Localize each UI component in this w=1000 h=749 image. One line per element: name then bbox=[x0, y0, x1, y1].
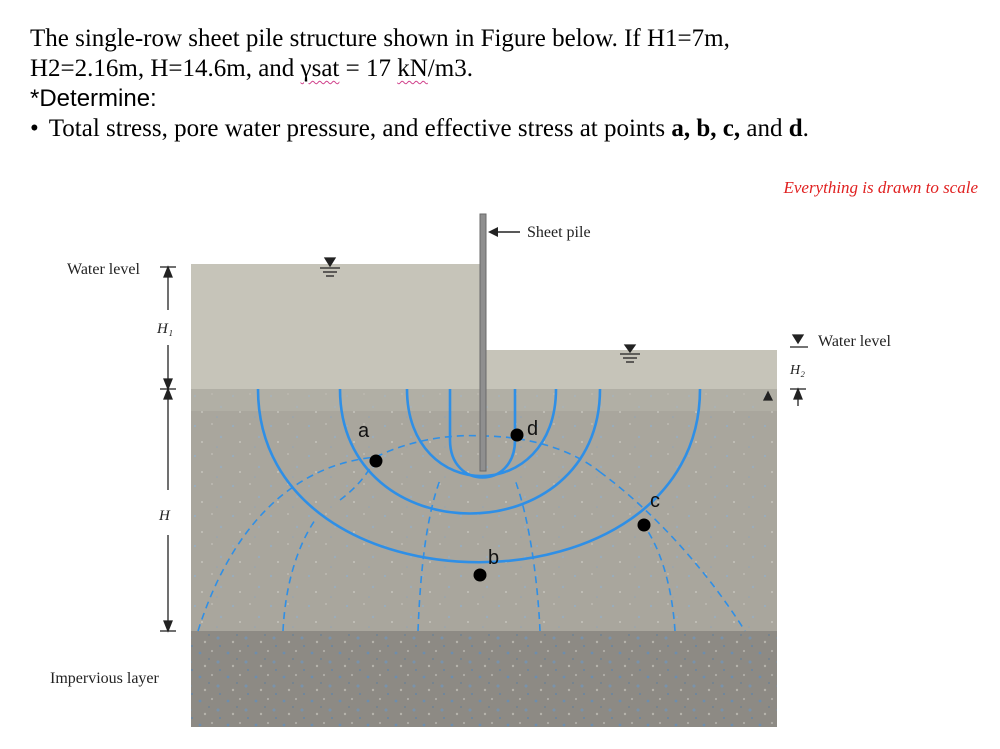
point-a-marker bbox=[369, 454, 383, 468]
point-a-label: a bbox=[358, 420, 370, 442]
bullet: • bbox=[30, 115, 39, 142]
sheet-pile bbox=[479, 213, 487, 472]
question-line-2: H2=2.16m, H=14.6m, and γsat = 17 kN/m3. bbox=[30, 55, 473, 82]
flow-lines bbox=[256, 388, 702, 564]
point-b-marker bbox=[473, 568, 487, 582]
water-level-symbol-left bbox=[320, 257, 340, 277]
point-d-marker bbox=[510, 428, 524, 442]
water-level-label-left: Water level bbox=[67, 261, 140, 278]
dimension-lines-left bbox=[160, 265, 176, 633]
point-b-label: b bbox=[488, 547, 499, 569]
upstream-water bbox=[191, 264, 480, 389]
question-line-1: The single-row sheet pile structure show… bbox=[30, 25, 730, 52]
water-level-symbol-mid bbox=[620, 344, 640, 363]
H1-label: H₁ bbox=[156, 321, 173, 337]
water-level-label-right: Water level bbox=[818, 333, 891, 350]
impervious-layer-label: Impervious layer bbox=[50, 670, 160, 687]
point-d-label: d bbox=[527, 418, 538, 440]
problem-statement: The single-row sheet pile structure show… bbox=[30, 24, 990, 144]
water-level-symbol-right bbox=[790, 334, 808, 348]
H-label: H bbox=[158, 508, 171, 524]
question-line-4: •Total stress, pore water pressure, and … bbox=[30, 115, 809, 142]
dimension-lines-right bbox=[762, 387, 806, 406]
equipotential-lines bbox=[197, 434, 746, 632]
H2-label: H₂ bbox=[789, 363, 805, 378]
sheet-pile-figure: Sheet pile Water level Water level H₁ H … bbox=[50, 213, 891, 727]
question-line-3: *Determine: bbox=[30, 85, 157, 112]
point-c-label: c bbox=[650, 490, 660, 512]
sheet-pile-label: Sheet pile bbox=[527, 224, 591, 241]
point-c-marker bbox=[637, 518, 651, 532]
scale-note: Everything is drawn to scale bbox=[783, 178, 978, 197]
downstream-water bbox=[486, 350, 777, 389]
